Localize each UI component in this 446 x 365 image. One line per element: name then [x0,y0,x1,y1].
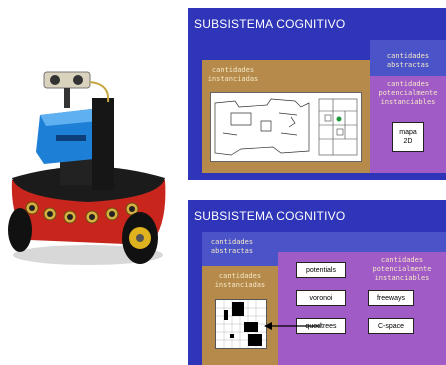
mapa-2d-label: mapa 2D [399,129,417,145]
voronoi-label: voronoi [309,294,333,302]
floor-plan-drawing [214,98,358,156]
abstract-quantities-region: cantidades abstractas [370,40,446,76]
cspace-label: C-space [377,322,405,330]
quodtrees-label: quodtrees [305,322,337,330]
robot-photo [0,60,180,270]
abstract-quantities-label: cantidades abstractas [210,238,254,255]
mapa-2d-box: mapa 2D [392,122,424,152]
potentially-instantiable-region: cantidades potencialmente instanciables … [278,252,446,365]
quodtrees-box: quodtrees [296,318,346,334]
potentially-instantiable-region: cantidades potencialmente instanciables … [370,76,446,173]
potentially-instantiable-label: cantidades potencialmente instanciables [372,256,432,282]
freeways-label: freeways [376,294,405,302]
panel-title: SUBSISTEMA COGNITIVO [194,209,346,223]
quodtrees-arrow [264,322,320,330]
potentially-instantiable-label: cantidades potencialmente instanciables [378,80,438,106]
cognitive-subsystem-panel-top: SUBSISTEMA COGNITIVO cantidades abstract… [188,8,446,180]
freeways-box: freeways [368,290,414,306]
occupancy-grid [215,299,267,349]
cognitive-subsystem-panel-bottom: SUBSISTEMA COGNITIVO cantidades abstract… [188,200,446,365]
potentials-box: potentials [296,262,346,278]
instantiated-quantities-label: cantidades instanciadas [207,66,259,83]
occupancy-grid-drawing [216,300,266,348]
floor-plan-map [210,92,362,162]
instantiated-quantities-region: cantidades instanciadas [202,60,370,173]
potentials-label: potentials [306,266,336,274]
instantiated-quantities-region: cantidades instanciadas [202,266,278,365]
robot-illustration [8,71,166,265]
cspace-box: C-space [368,318,414,334]
voronoi-box: voronoi [296,290,346,306]
abstract-quantities-label: cantidades abstractas [386,52,430,69]
panel-title: SUBSISTEMA COGNITIVO [194,17,346,31]
instantiated-quantities-label: cantidades instanciadas [214,272,266,289]
